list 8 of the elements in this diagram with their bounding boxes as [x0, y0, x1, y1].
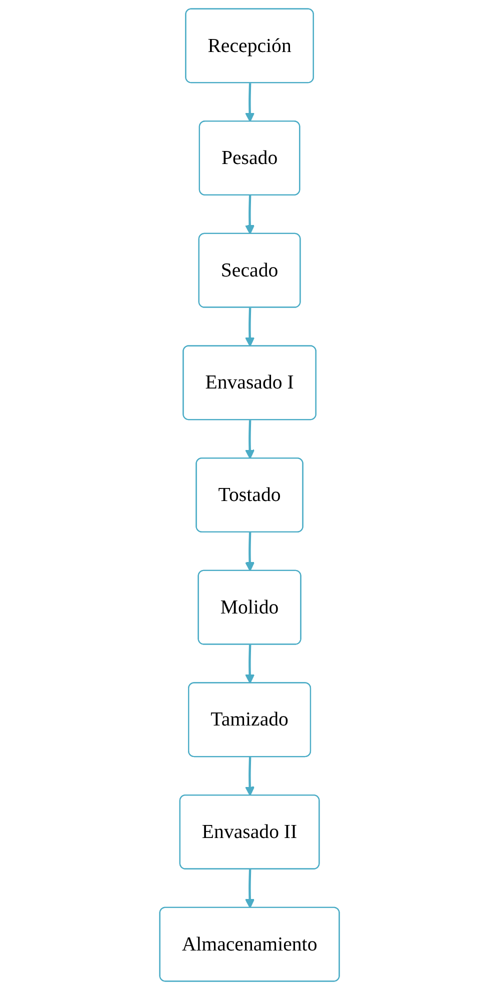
- arrow: [245, 83, 256, 122]
- arrow: [245, 532, 256, 572]
- arrow: [245, 308, 256, 347]
- arrow: [245, 757, 256, 796]
- arrow: [245, 195, 256, 234]
- arrow: [245, 420, 256, 460]
- arrow: [245, 644, 256, 684]
- arrow: [245, 869, 256, 908]
